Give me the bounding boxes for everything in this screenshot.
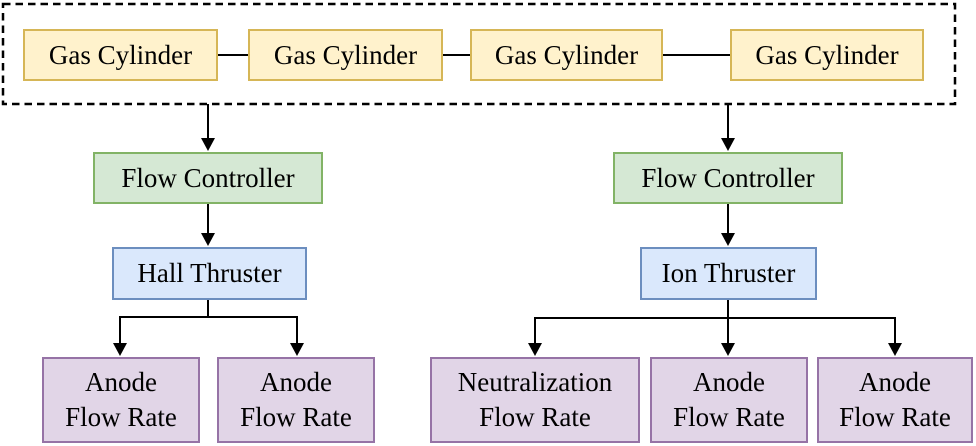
arrowheads (113, 138, 902, 356)
gas-cylinder-2-node: Gas Cylinder (248, 29, 443, 81)
gas-cylinder-3-node: Gas Cylinder (470, 29, 663, 81)
gas-cylinder-4-node: Gas Cylinder (730, 29, 924, 81)
hall-thruster-node: Hall Thruster (112, 247, 307, 300)
hall-anode-flow-rate-2-node: Anode Flow Rate (217, 357, 375, 443)
output-label-line2: Flow Rate (479, 402, 591, 432)
output-label-line1: Neutralization (457, 367, 613, 397)
output-label-line2: Flow Rate (240, 402, 352, 432)
ion-anode-flow-rate-2-node: Anode Flow Rate (817, 357, 973, 443)
output-label-line2: Flow Rate (65, 402, 177, 432)
ion-anode-flow-rate-1-node: Anode Flow Rate (650, 357, 808, 443)
ion-thruster-node: Ion Thruster (640, 247, 817, 300)
arrow-lines (119, 104, 896, 344)
ion-neutralization-flow-rate-node: Neutralization Flow Rate (430, 357, 640, 443)
output-label-line1: Anode (859, 367, 931, 397)
right-flow-controller-node: Flow Controller (613, 152, 843, 204)
output-label-line1: Anode (85, 367, 157, 397)
gas-cylinder-group-dashed-border (1, 2, 957, 106)
left-flow-controller-node: Flow Controller (93, 152, 323, 204)
output-label-line1: Anode (260, 367, 332, 397)
output-label-line2: Flow Rate (839, 402, 951, 432)
gas-cylinder-1-node: Gas Cylinder (23, 29, 218, 81)
hall-anode-flow-rate-1-node: Anode Flow Rate (42, 357, 200, 443)
output-label-line2: Flow Rate (673, 402, 785, 432)
output-label-line1: Anode (693, 367, 765, 397)
